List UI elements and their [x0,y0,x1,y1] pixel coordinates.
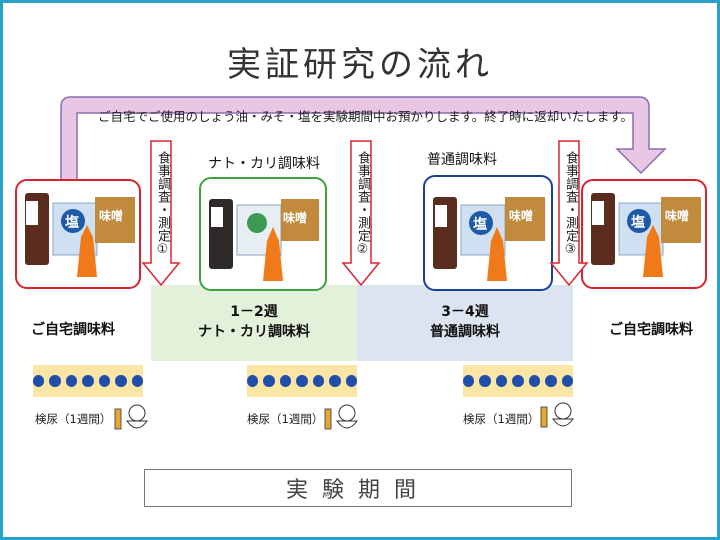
day-dot [512,375,524,387]
salt-label-normal: 塩 [473,217,487,233]
day-dot [131,375,143,387]
phase-week12-sub: ナト・カリ調味料 [198,324,310,340]
day-dot [98,375,111,387]
day-dot [561,375,573,387]
phase-week12-bg [151,285,357,361]
seasoning-products-illustration-right [591,193,701,277]
miso-label-right: 味噌 [665,209,690,223]
day-dot [49,375,61,387]
return-arrow-shape [60,96,667,182]
phase-home-left: ご自宅調味料 [31,322,115,338]
natkal-box-label: ナト・カリ調味料 [208,156,320,172]
urine-days-bar-3 [463,365,573,397]
normal-products-illustration [433,197,545,281]
day-dot [528,375,541,387]
home-seasoning-box-left: 塩 味噌 [15,179,141,289]
urine-label-3: 検尿（1週間） [463,412,540,426]
urine-label-2: 検尿（1週間） [247,412,324,426]
salt-label-right: 塩 [631,215,645,231]
day-dot [312,375,325,387]
loop-arrow [60,96,667,182]
measure-arrow-2 [341,140,381,287]
day-dot [479,375,491,387]
normal-seasoning-box: 塩 味噌 [423,175,553,291]
day-dot [345,375,357,387]
day-dot [33,375,45,387]
day-dot [65,375,78,387]
measure-arrow-1 [141,140,181,287]
banner-text: ご自宅でご使用のしょう油・みそ・塩を実験期間中お預かりします。終了時に返却いたし… [98,109,634,124]
toilet-icon [540,402,574,428]
experiment-period-label: 実験期間 [285,478,430,503]
phase-week12-title: 1－2週 [230,304,278,320]
page-title: 実証研究の流れ [227,45,493,85]
day-dot [296,375,308,387]
miso-pack [95,197,135,243]
tsuyu-bottle [77,225,97,277]
normal-box-label: 普通調味料 [427,152,497,168]
urine-label-1: 検尿（1週間） [35,412,112,426]
measure-label-2: 食事調査・測定② [355,151,370,257]
day-dot [463,375,475,387]
day-dot [495,375,508,387]
urine-days-bar-1 [33,365,143,397]
natkal-products-illustration [209,199,319,281]
phase-week34-sub: 普通調味料 [430,324,500,340]
urine-days-bar-2 [247,365,357,397]
day-dot [263,375,275,387]
toilet-icon [324,404,358,430]
phase-week34-title: 3－4週 [441,304,489,320]
seasoning-products-illustration [25,193,135,277]
home-seasoning-box-right: 塩 味噌 [581,179,707,289]
day-dot [545,375,557,387]
miso-label: 味噌 [99,209,124,223]
day-dot [279,375,292,387]
day-dot [329,375,341,387]
measure-label-3: 食事調査・測定③ [563,151,578,257]
toilet-icon [114,404,148,430]
day-dot [115,375,127,387]
measure-arrow-3 [549,140,589,287]
measure-label-1: 食事調査・測定① [155,151,170,257]
miso-label-natkal: 味噌 [283,211,308,225]
experiment-period-box: 実験期間 [144,469,572,507]
phase-home-right: ご自宅調味料 [609,322,693,338]
day-dot [247,375,259,387]
phase-week34-bg [357,285,573,361]
day-dot [82,375,94,387]
miso-label-normal: 味噌 [509,209,534,223]
salt-label: 塩 [65,215,79,231]
natkal-seasoning-box: 味噌 [199,177,327,291]
